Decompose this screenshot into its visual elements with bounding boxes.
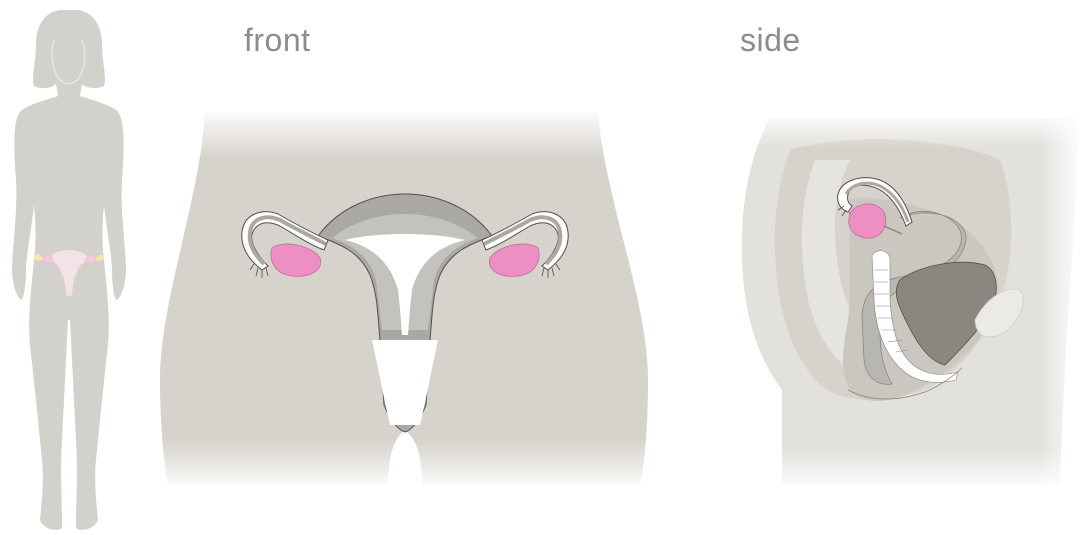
side-view-panel [735,108,1083,498]
side-ovary [849,204,886,238]
front-view-panel [150,108,660,490]
body-silhouette [12,10,126,530]
